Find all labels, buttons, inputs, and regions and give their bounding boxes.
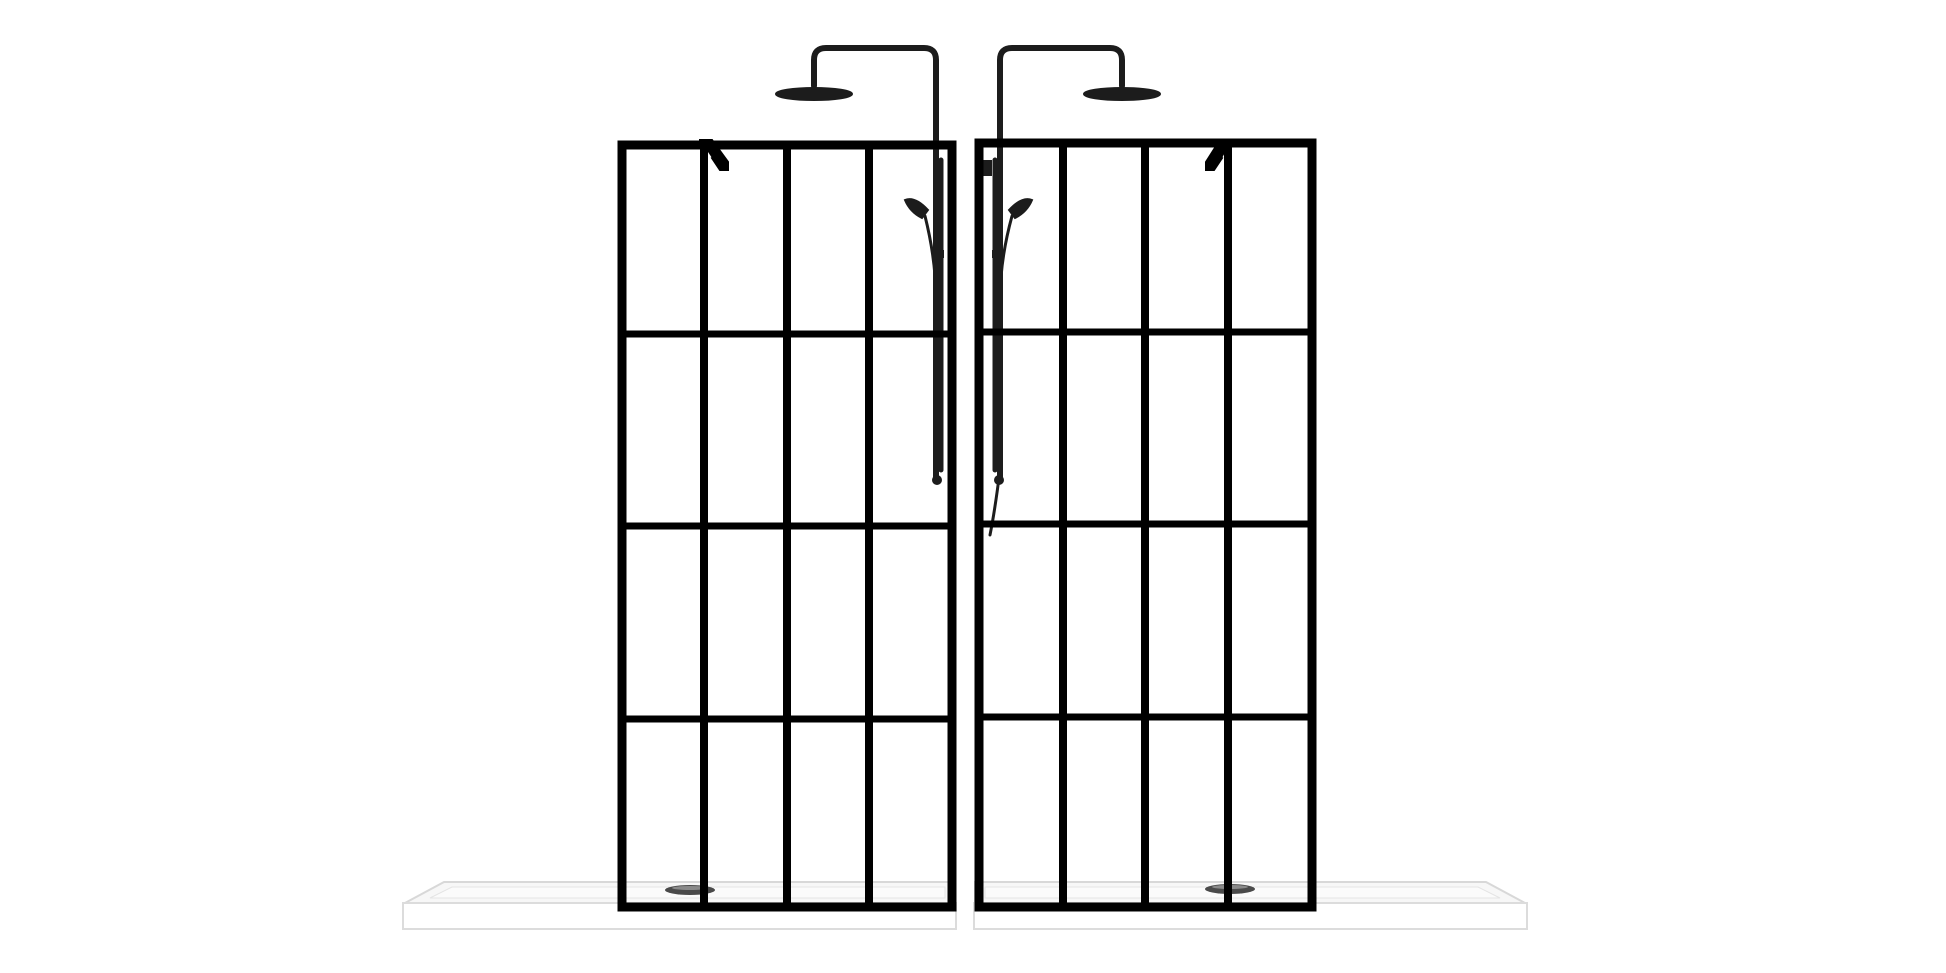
left-shower-fixture xyxy=(775,45,944,485)
left-rain-showerhead xyxy=(775,87,853,101)
left-screen-wall-bracket xyxy=(699,139,729,171)
left-shower-unit xyxy=(402,45,957,930)
right-rail-clamp xyxy=(992,250,1002,258)
left-shower-screen xyxy=(617,139,957,912)
left-handset-hose xyxy=(923,214,938,472)
right-shower-unit xyxy=(973,45,1528,930)
right-screen-wall-bracket xyxy=(1205,139,1233,171)
left-valve-knob xyxy=(932,475,942,485)
right-wall-mount xyxy=(982,160,992,176)
right-shower-screen xyxy=(974,138,1317,912)
right-handset-hose xyxy=(988,214,1014,537)
right-rain-showerhead xyxy=(1083,87,1161,101)
left-shower-riser-pipe xyxy=(811,45,939,483)
right-shower-riser-pipe xyxy=(997,45,1125,483)
right-shower-fixture xyxy=(982,45,1161,537)
right-handset-head xyxy=(1007,198,1034,220)
left-handset-head xyxy=(903,198,930,220)
left-rail-clamp xyxy=(934,250,944,258)
left-tray-drain-highlight xyxy=(672,886,708,890)
right-valve-knob xyxy=(994,475,1004,485)
